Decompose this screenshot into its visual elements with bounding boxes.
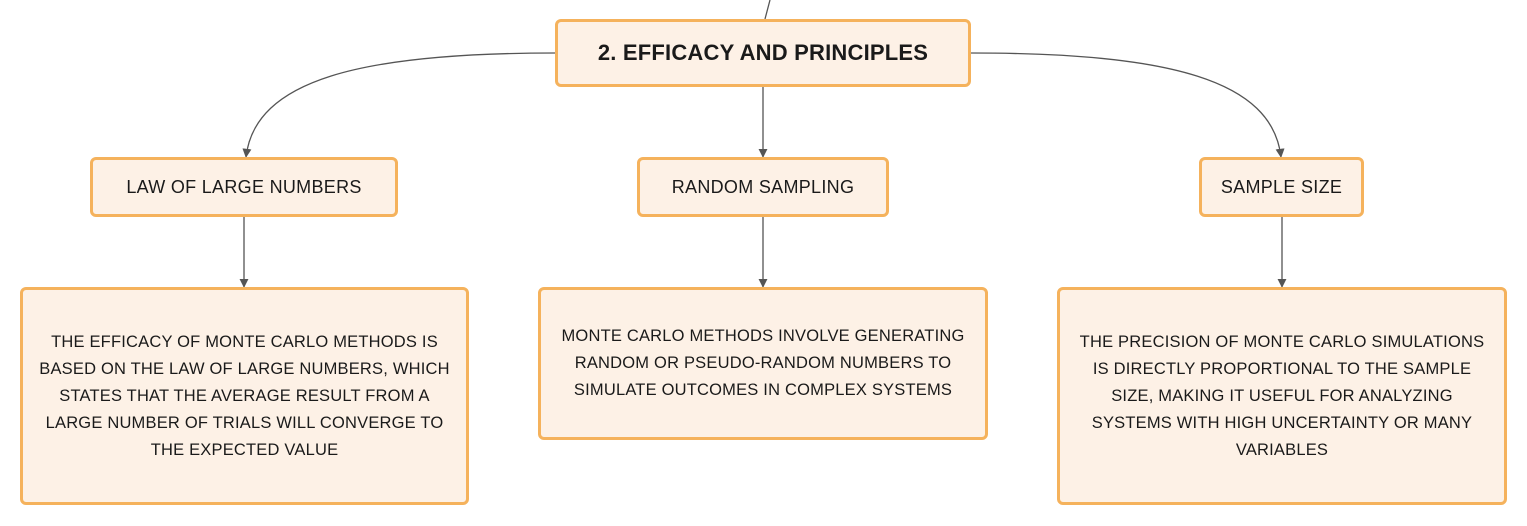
detail-node-random-sampling[interactable]: MONTE CARLO METHODS INVOLVE GENERATING R… <box>538 287 988 440</box>
detail-node-law-of-large-numbers[interactable]: THE EFFICACY OF MONTE CARLO METHODS IS B… <box>20 287 469 505</box>
topic-node-label: SAMPLE SIZE <box>1220 176 1343 197</box>
root-node-label: 2. EFFICACY AND PRINCIPLES <box>597 40 929 65</box>
topic-node-label: LAW OF LARGE NUMBERS <box>126 176 362 197</box>
detail-node-text: MONTE CARLO METHODS INVOLVE GENERATING R… <box>561 327 965 399</box>
detail-node-text: THE EFFICACY OF MONTE CARLO METHODS IS B… <box>39 332 450 459</box>
connector-root-to-topic-1 <box>242 52 556 158</box>
connector-root-to-topic-3 <box>970 52 1285 158</box>
detail-node-sample-size[interactable]: THE PRECISION OF MONTE CARLO SIMULATIONS… <box>1057 287 1507 505</box>
topic-node-random-sampling[interactable]: RANDOM SAMPLING <box>637 157 889 217</box>
incoming-connector <box>764 0 771 20</box>
detail-node-text: THE PRECISION OF MONTE CARLO SIMULATIONS… <box>1079 332 1485 459</box>
topic-node-law-of-large-numbers[interactable]: LAW OF LARGE NUMBERS <box>90 157 398 217</box>
root-node[interactable]: 2. EFFICACY AND PRINCIPLES <box>555 19 971 87</box>
topic-node-label: RANDOM SAMPLING <box>671 176 855 197</box>
topic-node-sample-size[interactable]: SAMPLE SIZE <box>1199 157 1364 217</box>
